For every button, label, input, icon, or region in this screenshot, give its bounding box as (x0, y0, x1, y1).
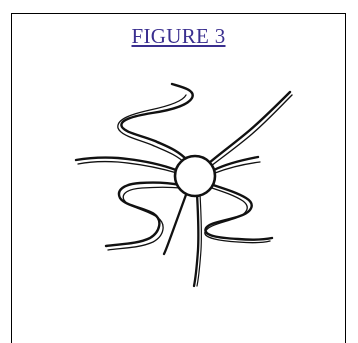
process-upper-right-outline (211, 95, 292, 166)
process-upper-right (209, 92, 290, 163)
process-lower-b (194, 194, 198, 286)
process-upper-left-outline (118, 95, 186, 164)
cell-body (175, 156, 215, 196)
process-left-outline (78, 162, 177, 173)
process-upper-left (121, 84, 192, 161)
process-lower-a (164, 192, 187, 254)
process-lower-right (205, 184, 272, 240)
process-lower-left (106, 183, 180, 246)
process-lower-right-outline (205, 187, 270, 243)
